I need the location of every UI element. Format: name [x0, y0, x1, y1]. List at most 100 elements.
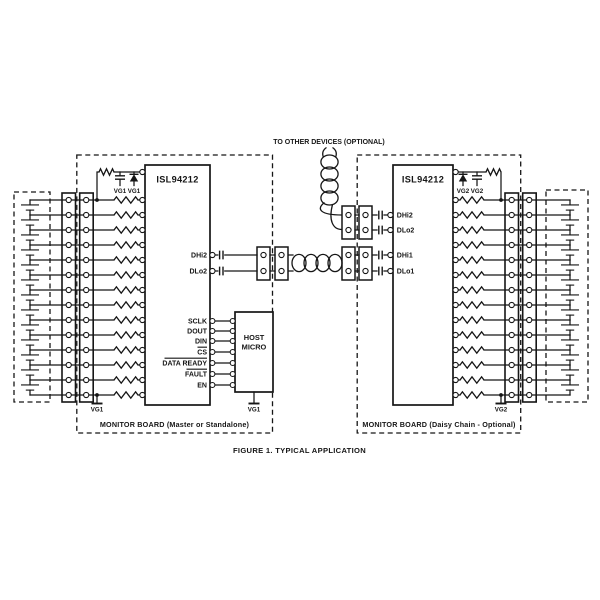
left-connector-strip-inner	[78, 192, 94, 403]
battery-cell-icon	[561, 289, 579, 306]
battery-cell-icon	[561, 229, 579, 246]
resistor	[459, 270, 485, 280]
resistor	[113, 390, 139, 400]
pin-label-data-ready: DATA READY	[162, 360, 207, 367]
battery-cell-icon	[561, 244, 579, 261]
resistor	[113, 210, 139, 220]
battery-cell-icon	[21, 199, 39, 216]
resistor	[459, 390, 485, 400]
pin-terminals	[139, 168, 459, 389]
resistor	[459, 240, 485, 250]
active-low-overlines	[164, 346, 207, 370]
resistor	[459, 195, 485, 205]
resistor	[113, 225, 139, 235]
junction-dot	[95, 198, 99, 202]
right-connector-strip-inner	[504, 192, 520, 403]
cell-tap-row	[29, 195, 571, 205]
resistor	[113, 300, 139, 310]
pin-label-dout: DOUT	[187, 328, 208, 335]
board-outlines	[13, 154, 589, 434]
right-board-caption: MONITOR BOARD (Daisy Chain - Optional)	[362, 420, 516, 429]
resistor	[459, 210, 485, 220]
capacitor-icon	[472, 175, 482, 180]
battery-cell-icon	[21, 229, 39, 246]
pin-label-dlo1: DLo1	[397, 268, 415, 275]
cell-tap-row	[29, 270, 571, 280]
coupling-capacitor-icon	[218, 250, 224, 276]
resistor	[113, 285, 139, 295]
resistor	[459, 225, 485, 235]
resistor	[459, 330, 485, 340]
vg2-net-label: VG2	[457, 188, 470, 195]
spi-bus-wires	[214, 320, 231, 386]
vg1-host-ground-label: VG1	[248, 407, 261, 414]
right-chip-label: ISL94212	[402, 175, 444, 185]
battery-cell-icon	[21, 289, 39, 306]
host-micro-body	[234, 311, 274, 393]
figure-caption: FIGURE 1. TYPICAL APPLICATION	[233, 446, 366, 455]
uplink-connector-b	[358, 205, 373, 240]
battery-cell-icon	[21, 304, 39, 321]
resistor	[113, 345, 139, 355]
battery-cell-icon	[21, 364, 39, 381]
vg1-ground-label: VG1	[91, 407, 104, 414]
daisy-chain-link-horizontal	[214, 250, 389, 276]
left-connector-strip-outer	[61, 192, 77, 403]
right-battery-pack-outline	[545, 189, 589, 403]
battery-cell-icon	[21, 274, 39, 291]
battery-cell-icon	[561, 304, 579, 321]
resistor	[459, 300, 485, 310]
battery-cell-icon	[21, 319, 39, 336]
cell-tap-row	[29, 345, 571, 355]
cell-tap-row	[29, 330, 571, 340]
resistor	[459, 285, 485, 295]
coupling-capacitor-icon	[378, 210, 383, 235]
right-connector-strip-outer	[521, 192, 538, 403]
pin-label-dhi2: DHi2	[191, 252, 207, 259]
pin-label-din: DIN	[195, 338, 207, 345]
battery-cell-icon	[561, 334, 579, 351]
link-connector-left-a	[256, 246, 271, 281]
battery-cell-icon	[21, 334, 39, 351]
resistor	[113, 330, 139, 340]
vg1-net-label: VG1	[128, 188, 141, 195]
cell-tap-row	[29, 315, 571, 325]
battery-cell-icon	[561, 274, 579, 291]
resistor	[459, 360, 485, 370]
resistor	[113, 195, 139, 205]
cell-tap-row	[29, 255, 571, 265]
host-micro-label-line2: MICRO	[242, 343, 267, 352]
resistor	[98, 167, 115, 177]
resistor	[113, 240, 139, 250]
left-chip-label: ISL94212	[156, 175, 198, 185]
cell-tap-row	[29, 225, 571, 235]
right-protection-network	[457, 167, 503, 202]
battery-cell-icon	[561, 319, 579, 336]
zener-diode-icon	[458, 174, 468, 182]
resistor	[113, 360, 139, 370]
pin-label-en: EN	[197, 382, 207, 389]
pin-label-dlo2: DLo2	[397, 227, 415, 234]
battery-cell-icon	[561, 199, 579, 216]
cell-tap-row	[29, 210, 571, 220]
left-protection-network	[95, 167, 141, 202]
battery-cell-icon	[21, 244, 39, 261]
battery-cell-icon	[21, 379, 39, 396]
pin-label-sclk: SCLK	[188, 318, 207, 325]
pin-label-cs: CS	[197, 349, 207, 356]
left-battery-pack-outline	[13, 191, 51, 403]
resistor	[113, 375, 139, 385]
twisted-pair-icon	[320, 154, 339, 206]
resistor	[113, 270, 139, 280]
resistor	[459, 375, 485, 385]
left-board-caption: MONITOR BOARD (Master or Standalone)	[100, 420, 250, 429]
cell-tap-row	[29, 285, 571, 295]
junction-dot	[499, 198, 503, 202]
link-connector-left-b	[274, 246, 289, 281]
cell-tap-row	[29, 360, 571, 370]
right-chip-body	[392, 164, 454, 406]
cell-tap-rows-and-batteries	[21, 195, 579, 400]
right-monitor-board-outline	[356, 154, 522, 434]
